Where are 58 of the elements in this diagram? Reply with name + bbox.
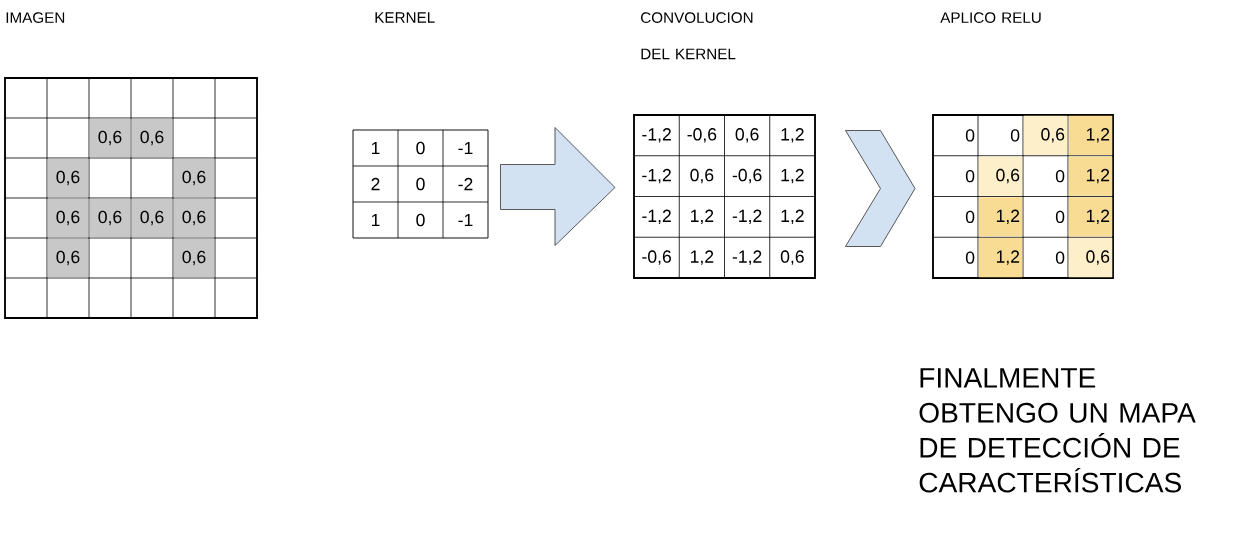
matrix-cell: 0	[416, 177, 425, 191]
matrix-cell: 1,2	[1068, 197, 1113, 237]
matrix-cell: 0	[965, 210, 975, 224]
matrix-cell: 0,6	[131, 118, 173, 158]
matrix-cell: -1	[458, 213, 473, 227]
heading: KERNEL	[375, 12, 435, 23]
matrix-cell: -2	[458, 177, 473, 191]
matrix-cell: 1,2	[978, 238, 1023, 278]
matrix-cell: 0	[965, 129, 975, 142]
note-text: FINALMENTE OBTENGO UN MAPA DE DETECCIÓN DE CARACTERÍSTICAS	[919, 368, 1196, 493]
matrix-cell: 1,2	[781, 128, 804, 143]
heading: IMAGEN	[6, 12, 65, 23]
matrix-cell: 0	[1055, 210, 1065, 224]
matrix-cell: 0,6	[690, 168, 714, 184]
matrix-cell: -1,2	[732, 209, 762, 225]
matrix-cell: 1	[371, 141, 380, 155]
matrix-cell: 0	[416, 141, 425, 155]
matrix-cell: -1,2	[642, 168, 671, 184]
matrix-cell: 1,2	[691, 209, 714, 225]
matrix-cell: -0,6	[687, 128, 717, 143]
matrix-cell: 1,2	[1068, 115, 1113, 155]
matrix-cell: 0,6	[47, 238, 89, 278]
matrix-cell: 0	[965, 169, 975, 183]
matrix-cell: 2	[371, 177, 380, 191]
matrix-cell: 1	[371, 213, 380, 227]
matrix-cell: 0,6	[173, 158, 215, 198]
matrix-cell: 0,6	[1023, 115, 1068, 155]
matrix-cell: 1,2	[781, 168, 804, 184]
matrix-cell: -1,2	[732, 250, 762, 265]
matrix-cell: 0,6	[780, 250, 804, 265]
matrix-cell: -1,2	[642, 209, 671, 225]
matrix-cell: 0,6	[978, 156, 1023, 196]
matrix-cell: 0	[965, 251, 975, 264]
matrix-cell: 1,2	[1068, 156, 1113, 196]
block-arrow	[500, 127, 616, 246]
matrix-cell: 0,6	[173, 198, 215, 238]
matrix-cell: 0,6	[89, 198, 131, 238]
matrix-cell: -1,2	[642, 128, 671, 143]
matrix-cell: 0	[416, 213, 425, 227]
matrix-cell: 0,6	[735, 128, 759, 143]
matrix-cell: 0	[1055, 251, 1065, 264]
matrix-cell: -0,6	[642, 250, 671, 265]
matrix-cell: 0,6	[131, 198, 173, 238]
matrix-cell: 0	[1055, 169, 1065, 183]
matrix-cell: 0,6	[47, 158, 89, 198]
matrix-cell: 0,6	[1068, 238, 1113, 278]
matrix-cell: 0	[1010, 129, 1020, 142]
matrix-cell: 1,2	[978, 197, 1023, 237]
heading: APLICO RELU	[940, 12, 1041, 23]
matrix-cell: 0,6	[47, 198, 89, 238]
matrix-cell: -0,6	[732, 168, 762, 184]
chevron-arrow	[845, 130, 916, 247]
matrix-cell: -1	[458, 141, 473, 155]
matrix-cell: 1,2	[781, 209, 804, 225]
heading: CONVOLUCION DEL KERNEL	[641, 12, 753, 60]
matrix-cell: 0,6	[173, 238, 215, 278]
matrix-cell: 1,2	[691, 250, 714, 265]
matrix-cell: 0,6	[89, 118, 131, 158]
